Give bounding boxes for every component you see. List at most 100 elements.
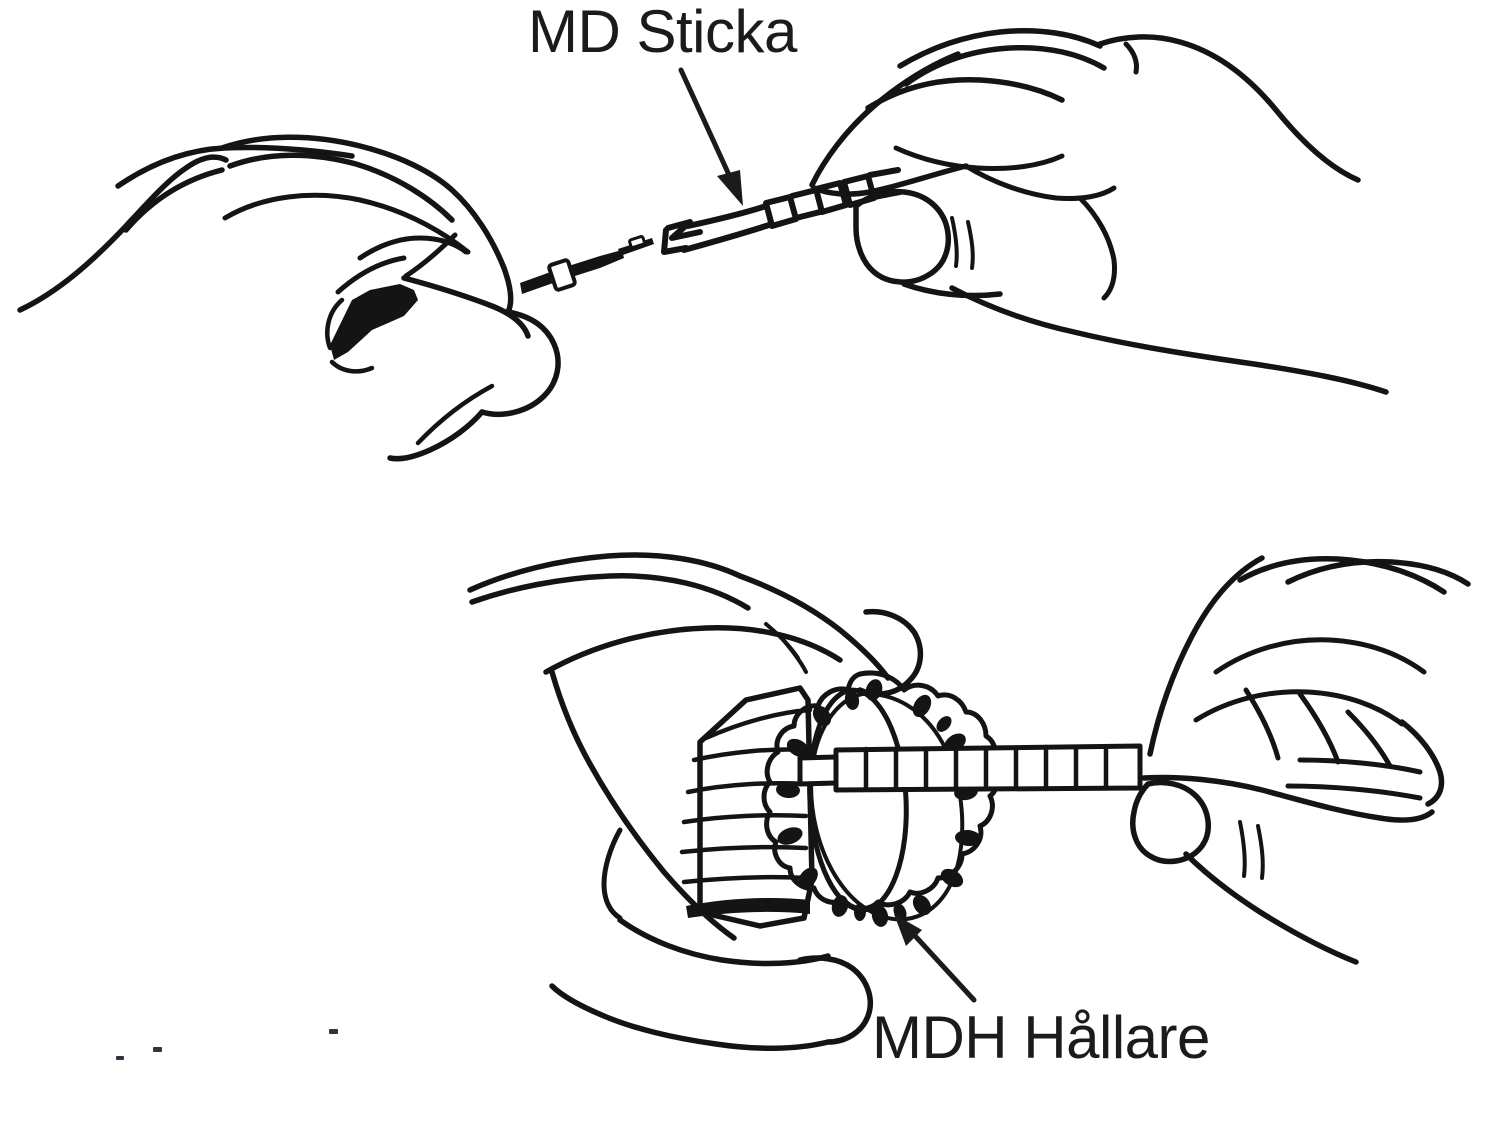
right-hand-index-crease-upper bbox=[893, 145, 1065, 171]
lower-right-knuckle-line-2 bbox=[1297, 691, 1341, 765]
right-hand-back-top-contour bbox=[1097, 34, 1361, 183]
rod-left-nub bbox=[797, 754, 839, 787]
left-hand-index-pad-mid bbox=[335, 255, 407, 295]
left-hand-fingertip-shadow bbox=[330, 284, 418, 360]
right-hand-left-edge bbox=[809, 51, 961, 188]
left-hand-middle-finger-crease bbox=[222, 192, 471, 255]
mdh-hallare-arrow-shaft bbox=[903, 923, 977, 1003]
lower-left-middle-finger-top bbox=[543, 625, 843, 675]
lower-left-palm-bottom bbox=[617, 917, 831, 967]
md-sticka-shaft-bottom-2 bbox=[793, 209, 823, 221]
lower-right-fingertip-right-edge bbox=[1399, 719, 1445, 807]
right-hand-palm-lower-contour bbox=[949, 285, 1389, 395]
md-sticka-fork-upper bbox=[665, 219, 703, 241]
upper-left-hand bbox=[17, 134, 561, 462]
left-hand-thumb-lower bbox=[387, 409, 485, 462]
lower-left-thumbnail bbox=[797, 955, 874, 1045]
md-sticka-shaft-top-2 bbox=[789, 187, 819, 199]
lower-right-index-underside bbox=[1141, 774, 1435, 823]
right-hand-index-lower bbox=[903, 44, 1107, 87]
right-hand-thumb-crease-2 bbox=[966, 220, 975, 270]
left-hand-fingertip-highlight bbox=[346, 298, 392, 320]
mdh-hallare-arrow-head bbox=[894, 914, 922, 946]
mdh-hallare-label: MDH Hållare bbox=[872, 1004, 1210, 1071]
md-sticka-arrow-head bbox=[717, 170, 743, 206]
left-hand-index-pad-top bbox=[357, 235, 469, 261]
rod-rungs bbox=[863, 744, 1109, 792]
lower-left-index-nail bbox=[857, 608, 924, 697]
upper-panel bbox=[17, 28, 1389, 462]
lower-left-palm-crease bbox=[601, 827, 623, 921]
mdh-hallare-callout-arrow bbox=[894, 914, 977, 1003]
holder-rib-3 bbox=[681, 813, 809, 825]
md-sticka-shaft-top-3 bbox=[867, 167, 901, 178]
lower-right-index-top bbox=[1237, 556, 1447, 595]
holder-rib-1 bbox=[691, 747, 809, 763]
right-hand-knuckle-notch bbox=[1123, 41, 1139, 75]
lower-left-index-tip-right bbox=[737, 573, 891, 681]
right-hand-index-crease-lower bbox=[963, 163, 1117, 201]
left-hand-index-top bbox=[219, 134, 455, 193]
right-hand-lower-left-edge bbox=[811, 163, 969, 197]
right-hand-thumb-base bbox=[901, 281, 1003, 299]
lower-left-hand bbox=[467, 552, 924, 1052]
md-sticka-label: MD Sticka bbox=[528, 0, 797, 65]
left-hand-thumb-inner-crease bbox=[415, 383, 495, 446]
probe-tip-opening bbox=[628, 235, 646, 249]
probe-tip-collar bbox=[547, 258, 577, 292]
lower-right-thumb-crease-1 bbox=[1238, 820, 1247, 878]
right-hand-middle-finger bbox=[865, 77, 1065, 111]
right-hand-index-top bbox=[897, 28, 1103, 69]
lower-left-index-top bbox=[467, 552, 743, 593]
probe-tip-piece bbox=[520, 235, 654, 294]
scan-specks bbox=[116, 1029, 338, 1060]
holder-rib-4 bbox=[679, 844, 809, 855]
left-hand-thumb-top-edge bbox=[401, 275, 531, 339]
md-sticka-collar-2 bbox=[813, 180, 849, 215]
segmented-rod bbox=[797, 743, 1143, 793]
speck-3 bbox=[329, 1029, 338, 1034]
lower-right-thumb-crease-2 bbox=[1256, 824, 1265, 880]
lower-right-thumbnail bbox=[1130, 779, 1211, 865]
md-sticka-shaft-top bbox=[685, 203, 769, 229]
md-sticka-shaft-bottom bbox=[681, 221, 775, 253]
right-hand-thumb-crease-1 bbox=[950, 216, 959, 268]
lower-right-index-second bbox=[1285, 558, 1471, 587]
left-hand-thumbnail bbox=[479, 309, 561, 417]
left-hand-knuckle-ridge-2 bbox=[123, 167, 225, 233]
lower-right-knuckle-line-1 bbox=[1243, 687, 1281, 761]
upper-right-hand bbox=[809, 28, 1389, 395]
left-hand-outer-right-edge bbox=[449, 187, 514, 315]
lower-right-thumb-lower-contour bbox=[1183, 851, 1359, 965]
lower-right-fingertip-under-2 bbox=[1285, 783, 1423, 801]
lower-right-middle-finger-lower bbox=[1193, 689, 1405, 727]
left-hand-wrist-contour bbox=[17, 154, 229, 313]
md-sticka-callout-arrow bbox=[678, 67, 743, 206]
md-sticka-object bbox=[661, 167, 903, 255]
lower-right-hand bbox=[1130, 555, 1471, 965]
lower-panel bbox=[467, 552, 1471, 1052]
md-sticka-arrow-shaft bbox=[678, 67, 738, 191]
lower-right-index-left-edge bbox=[1147, 555, 1265, 757]
left-hand-fingertip-under bbox=[329, 359, 375, 374]
left-hand-index-second bbox=[227, 152, 455, 223]
lower-right-fingertip-under-1 bbox=[1297, 757, 1423, 775]
holder-body-bottom-shadow bbox=[686, 898, 810, 918]
lower-left-index-lower bbox=[469, 573, 751, 611]
md-sticka-fork-lower bbox=[661, 227, 689, 255]
lower-right-middle-finger-top bbox=[1213, 637, 1427, 675]
lower-left-palm-left-edge bbox=[549, 669, 737, 941]
lower-left-knuckle-tick-2 bbox=[778, 634, 808, 674]
speck-1 bbox=[116, 1056, 124, 1060]
left-hand-index-knuckle-line bbox=[403, 232, 458, 279]
left-hand-fingertip-edge bbox=[325, 297, 345, 351]
lower-right-knuckle-line-3 bbox=[1345, 709, 1393, 769]
md-sticka-collar-1 bbox=[763, 194, 799, 229]
lower-left-thumb-lower-contour bbox=[549, 983, 831, 1052]
mdh-hallare-holder bbox=[761, 670, 1000, 927]
right-hand-middle-knuckle-line bbox=[1077, 195, 1117, 301]
holder-perforation-dots bbox=[776, 679, 981, 927]
right-hand-thumbnail bbox=[853, 188, 952, 285]
